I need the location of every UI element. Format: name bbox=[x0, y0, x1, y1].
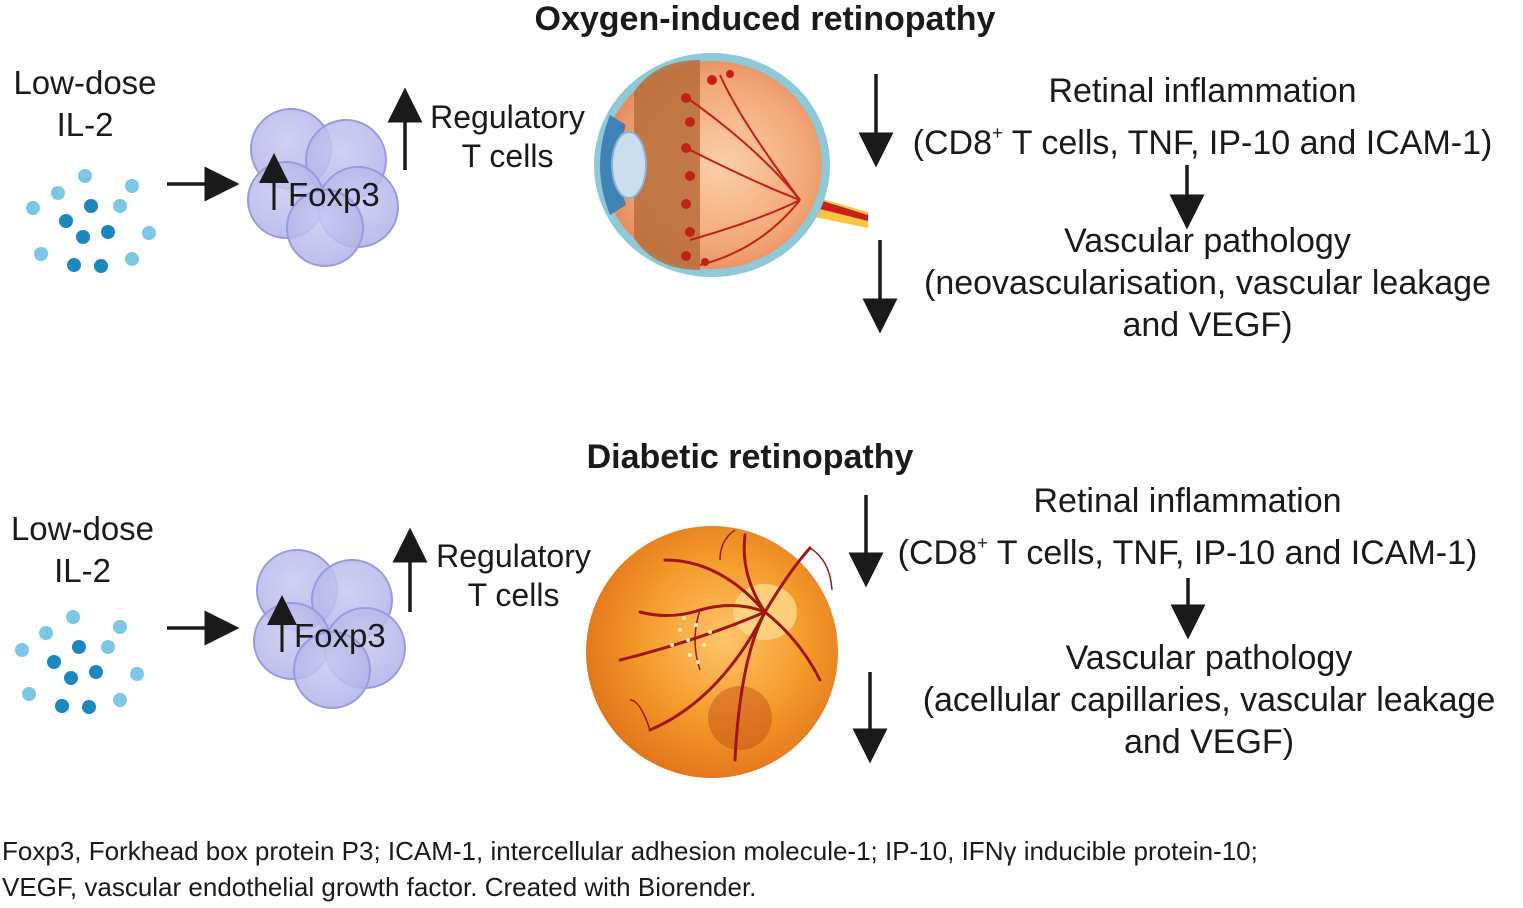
treatment-label-1: Low-dose IL-2 bbox=[13, 64, 157, 143]
foxp3-label-2: Foxp3 bbox=[294, 617, 386, 654]
effect-inflammation-detail-2: (CD8+ T cells, TNF, IP-10 and ICAM-1) bbox=[897, 532, 1478, 572]
panel-title-oxygen-induced: Oxygen-induced retinopathy bbox=[534, 0, 996, 38]
effect-inflammation-title-1: Retinal inflammation bbox=[1048, 72, 1357, 110]
footnote-line-1: Foxp3, Forkhead box protein P3; ICAM-1, … bbox=[2, 836, 1258, 866]
footnote-line-2: VEGF, vascular endothelial growth factor… bbox=[2, 872, 757, 902]
effect-vascular-title-1: Vascular pathology bbox=[1064, 222, 1351, 260]
panel-title-diabetic: Diabetic retinopathy bbox=[586, 438, 914, 476]
eye-cross-section-image bbox=[594, 53, 868, 277]
effect-vascular-detail-1: (neovascularisation, vascular leakage an… bbox=[924, 264, 1491, 344]
retinal-fundus-image bbox=[586, 526, 838, 778]
treg-label-2: Regulatory T cells bbox=[436, 538, 591, 613]
effect-inflammation-title-2: Retinal inflammation bbox=[1033, 482, 1342, 520]
effect-inflammation-detail-1: (CD8+ T cells, TNF, IP-10 and ICAM-1) bbox=[912, 122, 1493, 162]
il2-dots-2 bbox=[15, 610, 144, 714]
treatment-label-2: Low-dose IL-2 bbox=[10, 510, 155, 589]
foxp3-label-1: Foxp3 bbox=[288, 176, 380, 213]
effect-vascular-title-2: Vascular pathology bbox=[1065, 639, 1353, 677]
il2-dots-1 bbox=[26, 169, 156, 273]
effect-vascular-detail-2: (acellular capillaries, vascular leakage… bbox=[922, 681, 1496, 761]
treg-cell-cluster-1 bbox=[247, 108, 399, 267]
treg-label-1: Regulatory T cells bbox=[430, 99, 585, 174]
